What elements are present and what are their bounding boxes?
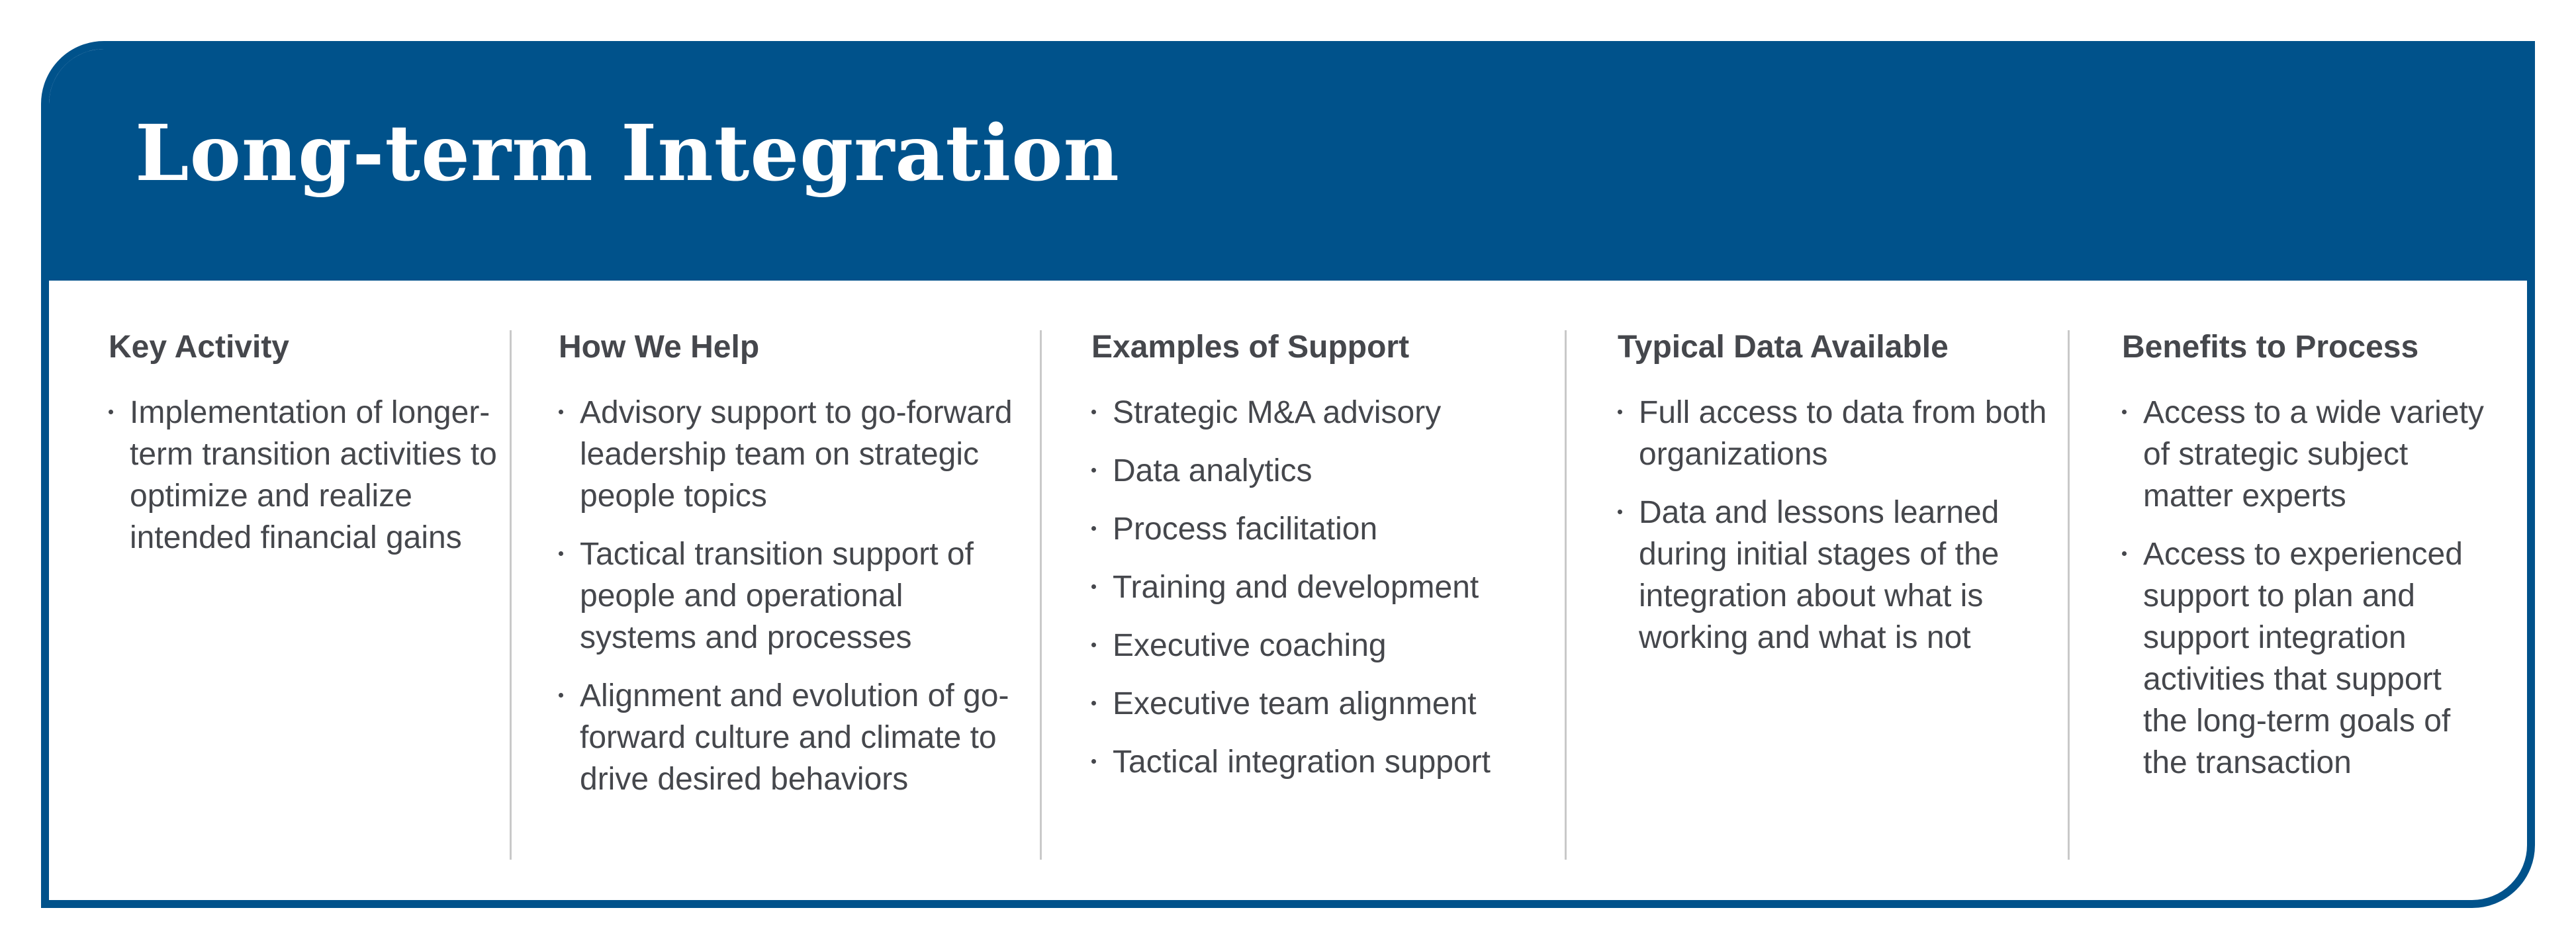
list-item-text: Tactical transition support of people an… (580, 536, 974, 655)
integration-card: Long-term Integration Key Activity Imple… (41, 41, 2535, 908)
list-item-text: Access to experienced support to plan an… (2143, 536, 2463, 780)
list-item-text: Alignment and evolution of go-forward cu… (580, 678, 1009, 797)
header-banner: Long-term Integration (49, 49, 2527, 281)
list-item: Data analytics (1091, 450, 1578, 492)
list-item: Advisory support to go-forward leadershi… (559, 392, 1025, 517)
column-heading: Examples of Support (1091, 330, 1410, 365)
list-item-text: Full access to data from both organizati… (1639, 394, 2047, 472)
page-title: Long-term Integration (135, 109, 1120, 199)
column-heading: Benefits to Process (2122, 330, 2419, 365)
bullet-icon (1091, 409, 1096, 414)
list-item: Process facilitation (1091, 508, 1578, 550)
column-heading: Key Activity (109, 330, 289, 365)
list-item-text: Process facilitation (1113, 511, 1378, 547)
bullet-icon (2122, 551, 2127, 556)
list-item-text: Tactical integration support (1113, 744, 1491, 780)
column-divider (1040, 330, 1042, 860)
bullet-list: Strategic M&A advisory Data analytics Pr… (1091, 392, 1578, 783)
column-divider (2068, 330, 2070, 860)
bullet-icon (1091, 525, 1096, 531)
column-benefits-to-process: Benefits to Process Access to a wide var… (2122, 330, 2493, 800)
bullet-icon (1091, 642, 1096, 647)
list-item-text: Data and lessons learned during initial … (1639, 494, 2000, 655)
list-item: Access to a wide variety of strategic su… (2122, 392, 2493, 517)
list-item: Alignment and evolution of go-forward cu… (559, 675, 1025, 800)
bullet-icon (1618, 509, 1622, 514)
column-heading: Typical Data Available (1618, 330, 1949, 365)
bullet-list: Implementation of longer-term transition… (109, 392, 506, 559)
list-item: Executive coaching (1091, 625, 1578, 666)
list-item-text: Training and development (1113, 569, 1479, 605)
bullet-icon (559, 409, 563, 414)
list-item: Implementation of longer-term transition… (109, 392, 506, 559)
list-item-text: Advisory support to go-forward leadershi… (580, 394, 1013, 514)
list-item-text: Implementation of longer-term transition… (130, 394, 497, 555)
bullet-icon (1091, 700, 1096, 705)
column-typical-data-available: Typical Data Available Full access to da… (1618, 330, 2074, 675)
bullet-icon (109, 409, 113, 414)
list-item: Access to experienced support to plan an… (2122, 533, 2493, 784)
list-item: Strategic M&A advisory (1091, 392, 1578, 433)
bullet-icon (1618, 409, 1622, 414)
bullet-icon (1091, 584, 1096, 589)
list-item: Data and lessons learned during initial … (1618, 492, 2074, 658)
bullet-list: Access to a wide variety of strategic su… (2122, 392, 2493, 784)
list-item: Tactical integration support (1091, 741, 1578, 783)
column-heading: How We Help (559, 330, 760, 365)
list-item-text: Executive team alignment (1113, 686, 1477, 721)
bullet-icon (1091, 758, 1096, 764)
list-item-text: Strategic M&A advisory (1113, 394, 1442, 430)
column-key-activity: Key Activity Implementation of longer-te… (109, 330, 506, 575)
list-item-text: Data analytics (1113, 453, 1312, 488)
list-item-text: Access to a wide variety of strategic su… (2143, 394, 2484, 514)
list-item: Executive team alignment (1091, 683, 1578, 725)
column-divider (510, 330, 512, 860)
bullet-icon (559, 551, 563, 556)
list-item: Training and development (1091, 566, 1578, 608)
bullet-icon (559, 692, 563, 698)
bullet-list: Full access to data from both organizati… (1618, 392, 2074, 658)
column-examples-of-support: Examples of Support Strategic M&A adviso… (1091, 330, 1578, 799)
bullet-icon (1091, 467, 1096, 473)
list-item-text: Executive coaching (1113, 627, 1387, 663)
bullet-list: Advisory support to go-forward leadershi… (559, 392, 1025, 800)
bullet-icon (2122, 409, 2127, 414)
list-item: Tactical transition support of people an… (559, 533, 1025, 658)
column-divider (1565, 330, 1567, 860)
list-item: Full access to data from both organizati… (1618, 392, 2074, 475)
column-how-we-help: How We Help Advisory support to go-forwa… (559, 330, 1025, 817)
